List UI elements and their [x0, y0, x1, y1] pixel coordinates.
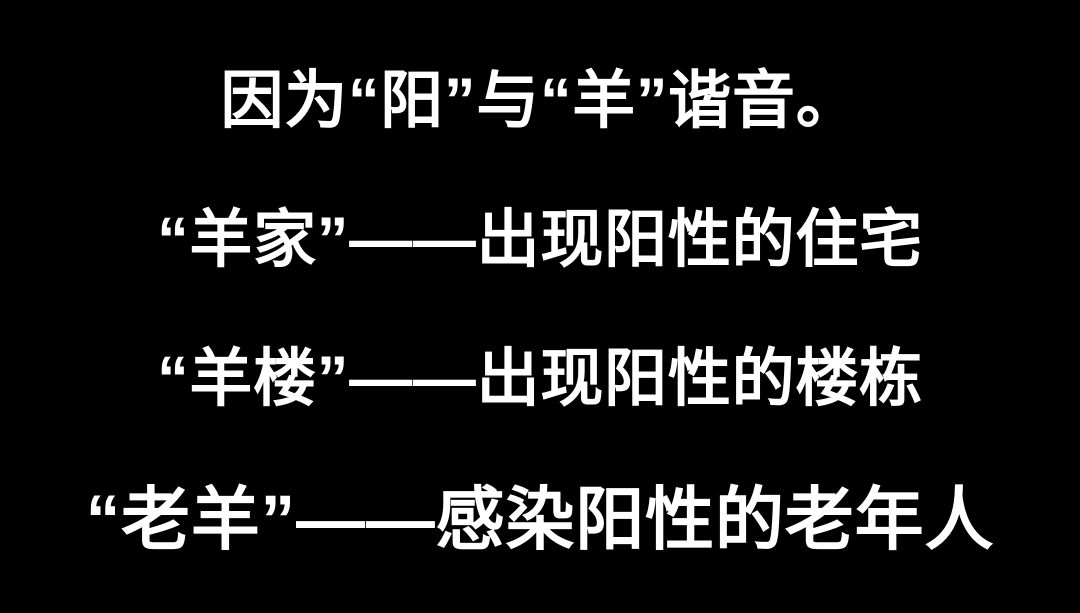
- text-line-3: “羊楼”——出现阳性的楼栋: [157, 343, 923, 414]
- text-line-2: “羊家”——出现阳性的住宅: [157, 204, 923, 275]
- text-line-1: 因为“阳”与“羊”谐音。: [220, 65, 860, 136]
- text-line-4: “老羊”——感染阳性的老年人: [85, 480, 995, 558]
